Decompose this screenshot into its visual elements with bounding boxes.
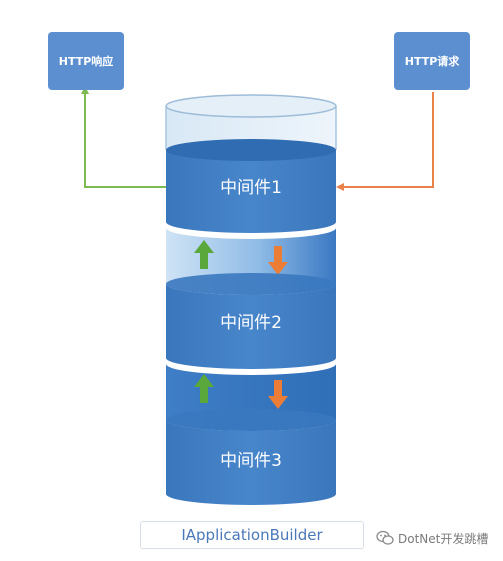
up-arrow-icon: [194, 374, 214, 403]
middleware-layer-3: 中间件3: [166, 409, 336, 505]
wechat-icon: [376, 530, 394, 545]
middleware-3-label: 中间件3: [220, 451, 282, 471]
middleware-layer-1: 中间件1: [166, 139, 336, 233]
middleware-layer-2: 中间件2: [166, 273, 336, 369]
http-request-box: HTTP请求: [394, 32, 470, 90]
middleware-2-label: 中间件2: [220, 313, 282, 333]
application-builder-caption: IApplicationBuilder: [140, 521, 364, 549]
middleware-1-label: 中间件1: [220, 178, 282, 198]
watermark: DotNet开发跳槽: [376, 528, 488, 548]
down-arrow-icon: [268, 246, 288, 275]
down-arrow-icon: [268, 380, 288, 409]
watermark-text: DotNet开发跳槽: [398, 531, 489, 546]
request-connector-line: [342, 92, 434, 188]
http-response-box: HTTP响应: [48, 32, 124, 90]
http-response-label: HTTP响应: [59, 54, 114, 68]
response-connector-line: [84, 92, 166, 188]
http-request-label: HTTP请求: [405, 54, 461, 68]
up-arrow-icon: [194, 240, 214, 269]
request-connector-arrowhead: [336, 183, 344, 191]
